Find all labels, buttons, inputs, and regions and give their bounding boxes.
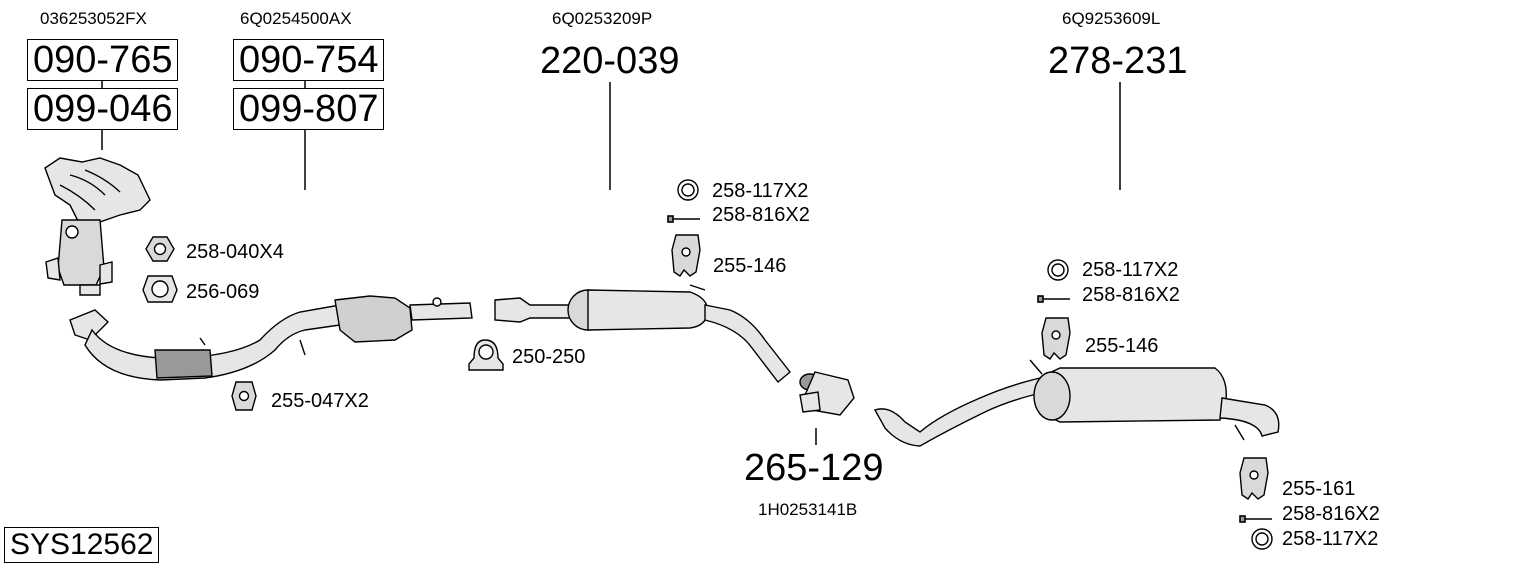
nut-label[interactable]: 258-040X4 (186, 241, 284, 263)
bolt-mid-label[interactable]: 258-816X2 (712, 204, 810, 226)
clamp-icon (468, 339, 504, 371)
ring-mid-label[interactable]: 258-117X2 (712, 180, 809, 202)
connector-oem: 1H0253141B (758, 500, 858, 519)
exhaust-manifold-shape (44, 157, 151, 296)
bolt-rear-end-label[interactable]: 258-816X2 (1282, 503, 1380, 525)
hanger-mid-icon (671, 234, 701, 277)
hanger-rear-end-icon (1239, 457, 1269, 500)
rear-silencer-oem: 6Q9253609L (1062, 9, 1161, 28)
front-pipe-shape (69, 295, 473, 381)
system-id: SYS12562 (4, 527, 160, 563)
ring-mid-icon (677, 179, 699, 201)
gasket-label[interactable]: 256-069 (186, 281, 260, 303)
bolt-mid-icon (667, 215, 700, 223)
hanger-rear-top-label[interactable]: 255-146 (1085, 335, 1159, 357)
bolt-rear-end-icon (1239, 515, 1272, 523)
rear-silencer-part[interactable]: 278-231 (1048, 40, 1188, 82)
middle-silencer-oem: 6Q0253209P (552, 9, 653, 28)
middle-silencer-shape (494, 284, 791, 384)
hanger-front-label[interactable]: 255-047X2 (271, 390, 369, 412)
bolt-rear-top-icon (1037, 295, 1070, 303)
rear-silencer-shape (873, 359, 1280, 447)
front-pipe-part-2[interactable]: 099-807 (233, 88, 385, 130)
middle-silencer-part[interactable]: 220-039 (540, 40, 680, 82)
manifold-part-2[interactable]: 099-046 (27, 88, 179, 130)
ring-rear-end-label[interactable]: 258-117X2 (1282, 528, 1379, 550)
front-pipe-oem: 6Q0254500AX (240, 9, 352, 28)
ring-rear-top-label[interactable]: 258-117X2 (1082, 259, 1179, 281)
manifold-oem: 036253052FX (40, 9, 147, 28)
clamp-label[interactable]: 250-250 (512, 346, 586, 368)
manifold-part-1[interactable]: 090-765 (27, 39, 179, 81)
ring-rear-end-icon (1251, 528, 1273, 550)
connector-part[interactable]: 265-129 (744, 447, 884, 489)
hanger-mid-label[interactable]: 255-146 (713, 255, 787, 277)
hanger-rear-end-label[interactable]: 255-161 (1282, 478, 1356, 500)
hanger-rear-top-icon (1041, 317, 1071, 360)
connector-shape (799, 371, 855, 416)
ring-rear-top-icon (1047, 259, 1069, 281)
bolt-rear-top-label[interactable]: 258-816X2 (1082, 284, 1180, 306)
front-pipe-part-1[interactable]: 090-754 (233, 39, 385, 81)
